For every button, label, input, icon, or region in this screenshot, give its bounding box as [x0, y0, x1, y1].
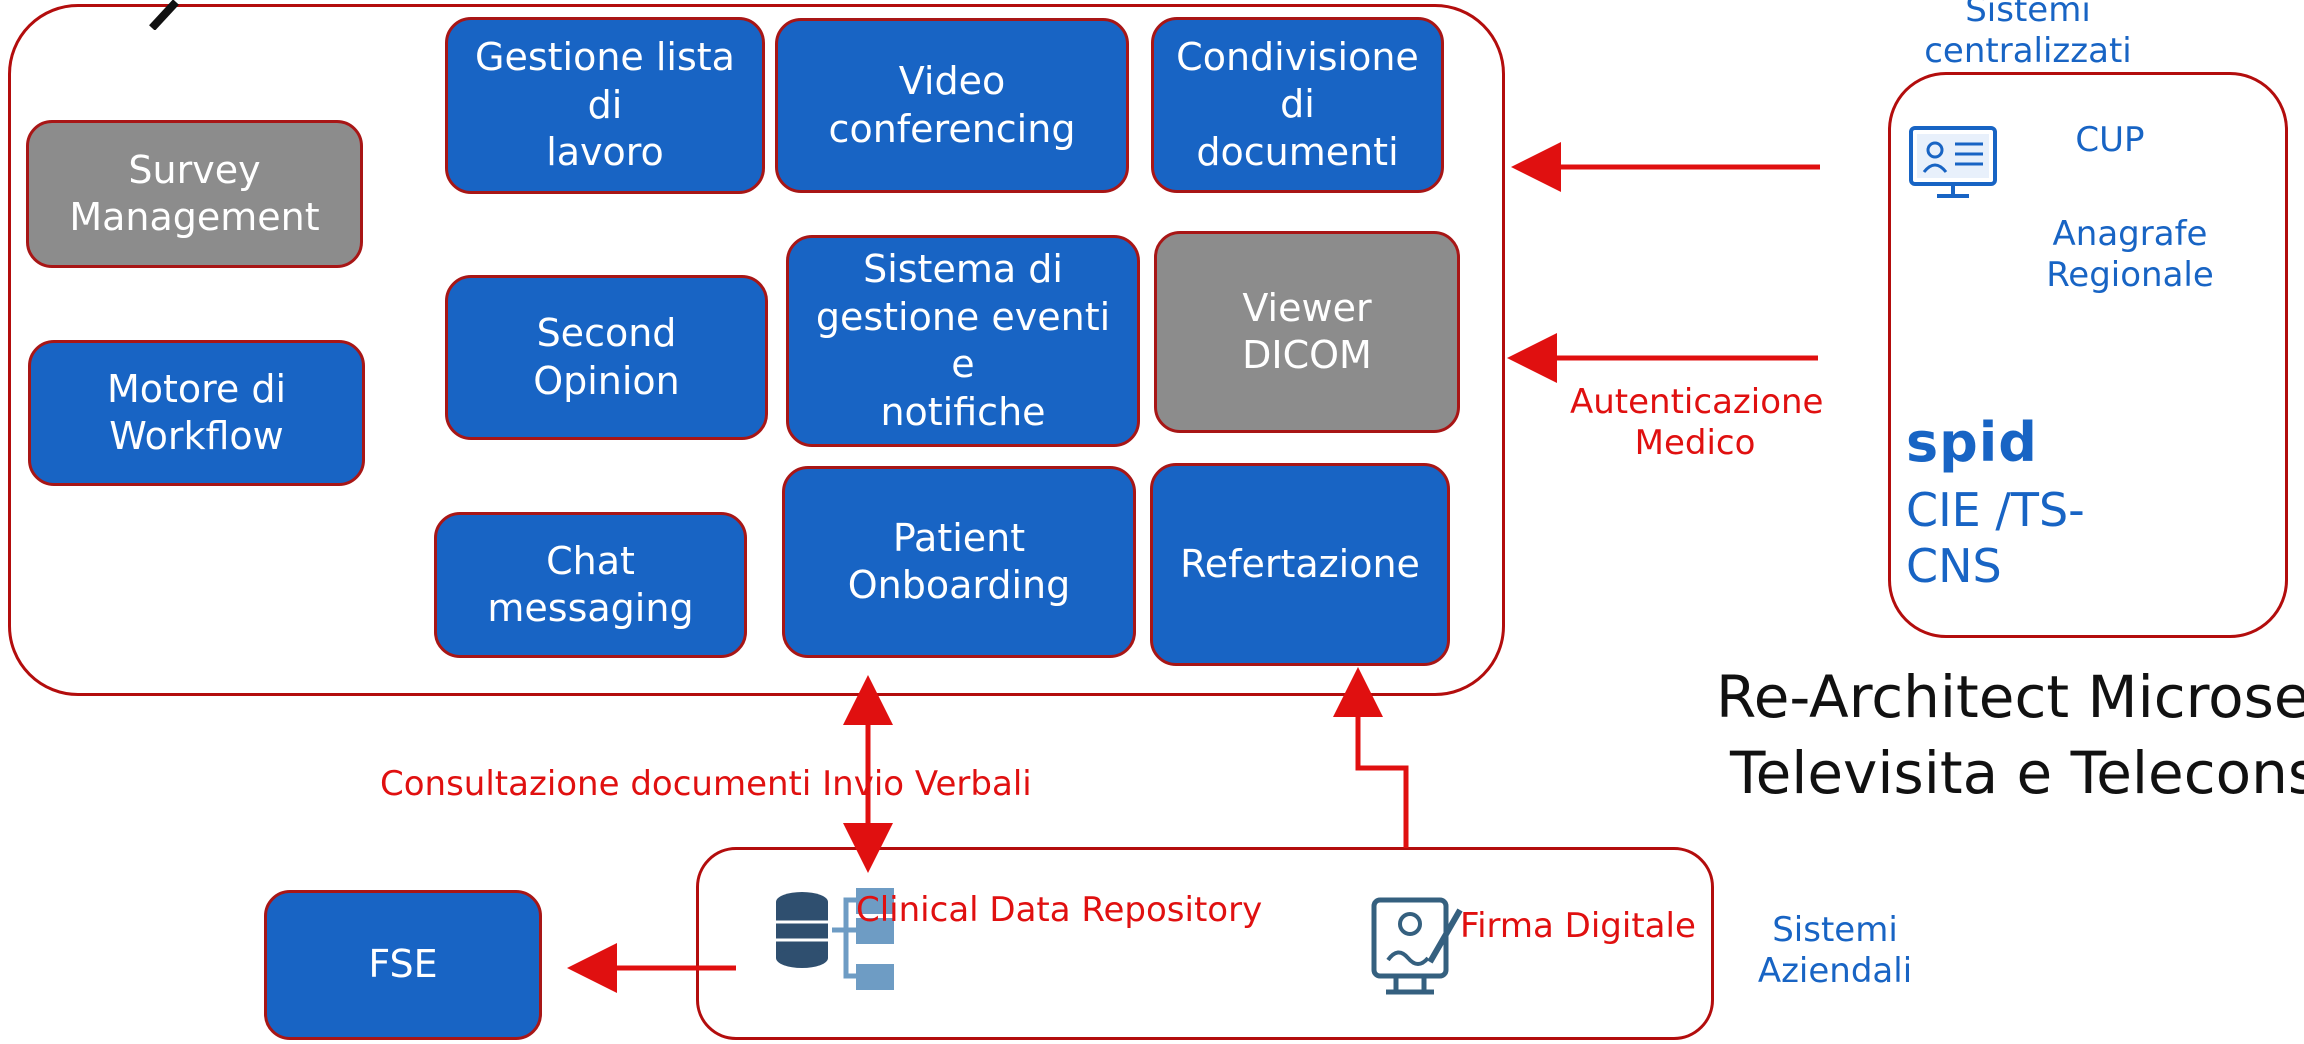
video-conferencing-box[interactable]: Video conferencing	[775, 18, 1129, 193]
survey-management-box[interactable]: Survey Management	[26, 120, 363, 268]
refertazione-box[interactable]: Refertazione	[1150, 463, 1450, 666]
viewer-dicom-box[interactable]: Viewer DICOM	[1154, 231, 1460, 433]
pen-mark-icon	[149, 0, 179, 30]
spid-logo: spid	[1906, 411, 2038, 474]
clinical-data-repository-label: Clinical Data Repository	[856, 890, 1263, 930]
chat-messaging-box[interactable]: Chat messaging	[434, 512, 747, 658]
fse-box[interactable]: FSE	[264, 890, 542, 1040]
anagrafe-label: Anagrafe Regionale	[2046, 214, 2214, 296]
cup-label: CUP	[2075, 120, 2145, 160]
centralized-systems-frame	[1888, 72, 2288, 638]
telemedicine-platform-frame	[8, 4, 1505, 696]
headline-line1: Re-Architect Microser	[1716, 663, 2304, 731]
cie-label: CIE /TS- CNS	[1906, 483, 2085, 594]
motore-workflow-box[interactable]: Motore di Workflow	[28, 340, 365, 486]
firma-digitale-label: Firma Digitale	[1460, 906, 1696, 946]
sistema-eventi-box[interactable]: Sistema di gestione eventi e notifiche	[786, 235, 1140, 447]
company-systems-frame	[696, 847, 1714, 1040]
arrow-firma-to-refertazione	[1333, 667, 1409, 848]
gestione-lista-box[interactable]: Gestione lista di lavoro	[445, 17, 765, 194]
database-tree-icon	[776, 888, 894, 990]
digital-signature-icon	[1371, 897, 1463, 995]
sistemi-centralizzati-title: Sistemi centralizzati	[1924, 0, 2132, 72]
autenticazione-label: Autenticazione Medico	[1570, 382, 1824, 464]
patient-onboarding-box[interactable]: Patient Onboarding	[782, 466, 1136, 658]
condivisione-documenti-box[interactable]: Condivisione di documenti	[1151, 17, 1444, 193]
second-opinion-box[interactable]: Second Opinion	[445, 275, 768, 440]
sistemi-aziendali-label: Sistemi Aziendali	[1757, 910, 1913, 992]
headline-line2: Televisita e Teleconsu	[1730, 739, 2304, 807]
monitor-user-icon	[1909, 126, 1997, 198]
